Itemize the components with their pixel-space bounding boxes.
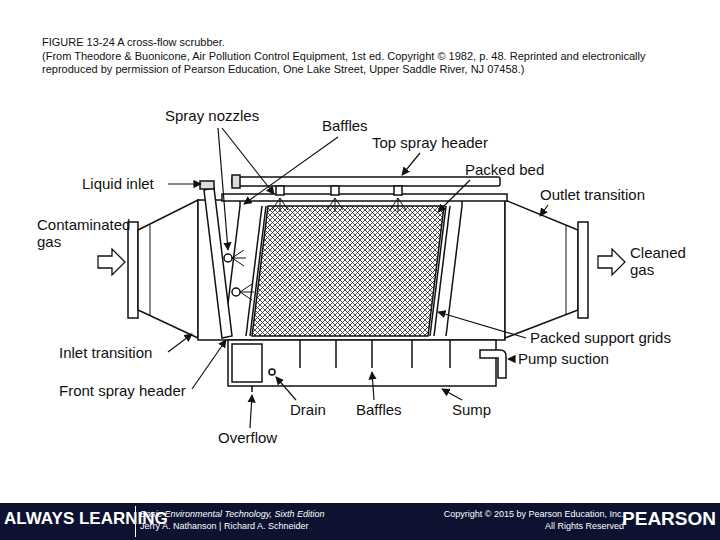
- part-label: Pump suction: [518, 351, 609, 368]
- gas-arrow: [598, 249, 625, 275]
- footer-authors: Jerry A. Nathanson | Richard A. Schneide…: [140, 522, 308, 532]
- top-spray-header: [232, 177, 500, 186]
- flow-label: Contaminated gas: [37, 217, 147, 250]
- part-label: Drain: [290, 402, 326, 419]
- drain: [269, 369, 275, 375]
- part-label: Sump: [452, 402, 491, 419]
- figure-title: FIGURE 13-24 A cross-flow scrubber.: [42, 36, 225, 49]
- flow-label: Cleaned gas: [630, 245, 700, 278]
- pump-suction-pipe: [480, 350, 506, 378]
- inlet-transition: [138, 200, 198, 338]
- spray-marks: [232, 198, 406, 300]
- sump: [228, 340, 496, 386]
- gas-arrow: [98, 249, 125, 275]
- front-spray-header: [204, 188, 232, 338]
- part-label: Packed support grids: [530, 330, 671, 347]
- part-label: Spray nozzles: [165, 108, 259, 125]
- part-label: Front spray header: [59, 383, 186, 400]
- footer-rights: All Rights Reserved: [545, 522, 624, 532]
- leader-lines: [168, 128, 548, 428]
- outlet-transition: [505, 200, 578, 338]
- part-label: Packed bed: [465, 162, 544, 179]
- figure-caption: (From Theodore & Buonicone, Air Pollutio…: [42, 50, 697, 76]
- part-label: Inlet transition: [59, 345, 152, 362]
- footer-copyright: Copyright © 2015 by Pearson Education, I…: [444, 510, 624, 520]
- part-label: Baffles: [356, 402, 402, 419]
- footer-book: Basic Environmental Technology, Sixth Ed…: [140, 510, 325, 520]
- part-label: Baffles: [322, 118, 368, 135]
- part-label: Top spray header: [372, 135, 488, 152]
- sump-box: [232, 344, 262, 382]
- packed-bed: [252, 206, 444, 336]
- scrubber-body: [198, 200, 505, 340]
- part-label: Liquid inlet: [82, 176, 154, 193]
- outlet-flange: [578, 222, 588, 318]
- part-label: Outlet transition: [540, 187, 645, 204]
- part-label: Overflow: [218, 430, 277, 447]
- top-plate: [222, 194, 507, 201]
- inlet-flange: [128, 222, 138, 318]
- publisher-logo: PEARSON: [622, 509, 716, 530]
